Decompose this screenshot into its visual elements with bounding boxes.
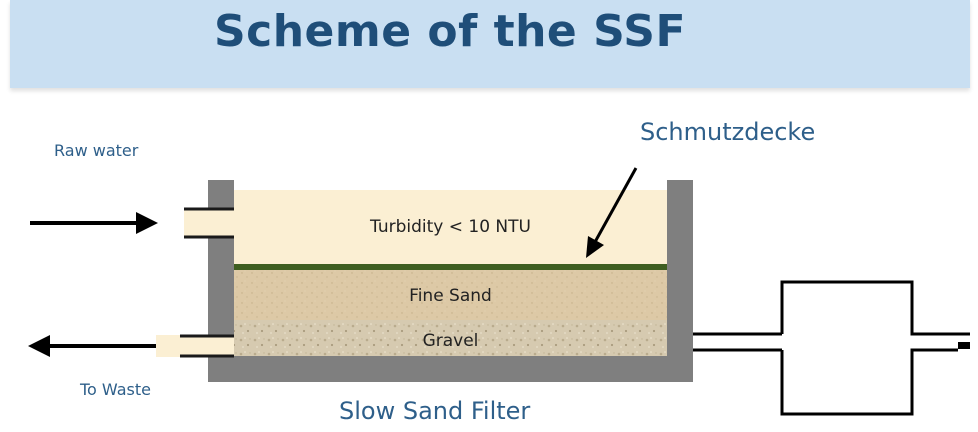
outlet-tip bbox=[958, 342, 970, 349]
schmutzdecke-pointer-arrow bbox=[586, 167, 638, 258]
filter-name-label: Slow Sand Filter bbox=[339, 397, 531, 425]
outlet-pipe bbox=[693, 280, 970, 416]
tank-right-wall bbox=[667, 180, 693, 382]
water-layer-label: Turbidity < 10 NTU bbox=[370, 217, 531, 237]
title-banner: Scheme of the SSF bbox=[10, 0, 970, 88]
gravel-layer bbox=[234, 320, 667, 356]
fine-sand-layer bbox=[234, 270, 667, 320]
fine-sand-label: Fine Sand bbox=[409, 286, 492, 306]
to-waste-label: To Waste bbox=[80, 380, 151, 399]
page-title: Scheme of the SSF bbox=[213, 6, 687, 57]
to-waste-arrow bbox=[28, 335, 156, 357]
waste-pipe bbox=[156, 334, 234, 358]
schmutzdecke-layer bbox=[234, 264, 667, 270]
gravel-label: Gravel bbox=[422, 331, 479, 351]
schmutzdecke-label: Schmutzdecke bbox=[640, 118, 816, 146]
raw-water-label: Raw water bbox=[54, 141, 139, 160]
inlet-pipe bbox=[184, 207, 234, 239]
raw-water-arrow bbox=[30, 212, 158, 234]
tank-bottom bbox=[208, 356, 693, 382]
water-layer bbox=[234, 190, 667, 264]
